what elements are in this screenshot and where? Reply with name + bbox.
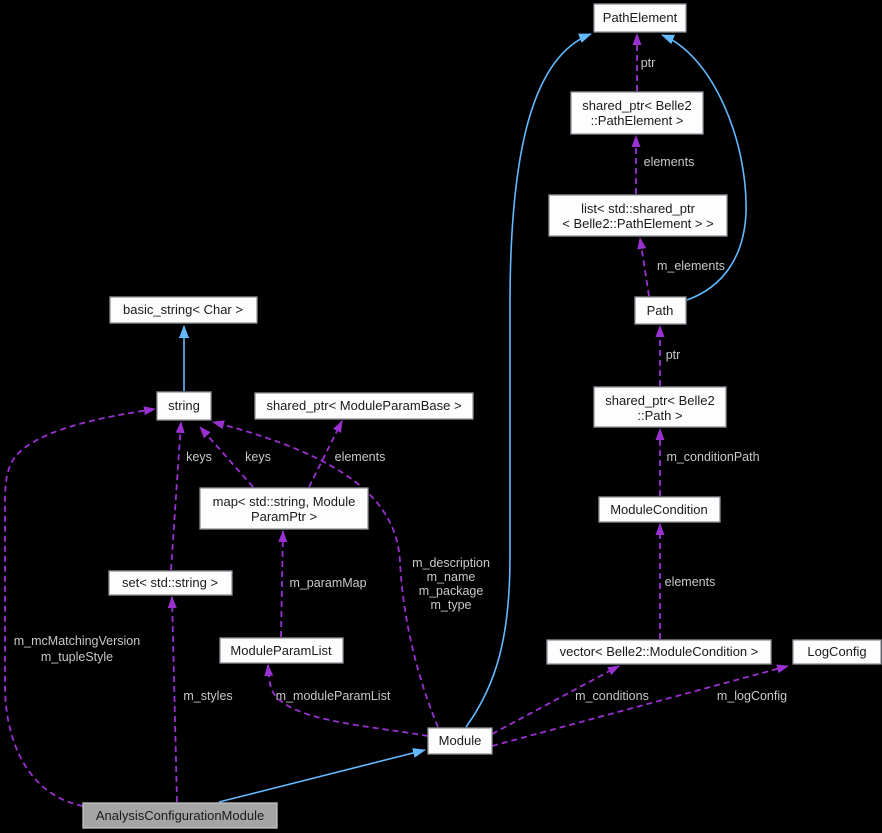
node-vector-modulecondition-label: vector< Belle2::ModuleCondition > [560,644,759,659]
node-modulecondition[interactable]: ModuleCondition [598,496,721,523]
node-sharedptr-moduleparambase-label: shared_ptr< ModuleParamBase > [266,398,461,413]
node-list-sharedptr-pathelement-label-2: < Belle2::PathElement > > [562,216,713,231]
node-sharedptr-pathelement-label-1: shared_ptr< Belle2 [582,98,692,113]
edge-label-keys-left: keys [186,450,212,464]
edge-label-m-type: m_type [431,598,472,612]
node-modulecondition-label: ModuleCondition [610,502,708,517]
node-path-label: Path [647,303,674,318]
edge-label-m-package: m_package [419,584,484,598]
edge-label-acm-members: m_mcMatchingVersion m_tupleStyle [14,634,140,664]
edge-label-keys-right: keys [245,450,271,464]
node-set-std-string[interactable]: set< std::string > [108,570,233,596]
edge-usage-path-to-list [637,237,650,297]
edge-label-m-elements: m_elements [657,259,725,273]
node-moduleparamlist-label: ModuleParamList [230,643,332,658]
node-string-label: string [168,398,200,413]
node-sharedptr-moduleparambase[interactable]: shared_ptr< ModuleParamBase > [254,392,474,420]
edge-label-m-conditions: m_conditions [575,689,649,703]
edge-label-m-name: m_name [427,570,476,584]
node-modulecondition-box[interactable] [598,496,721,523]
node-pathelement-label: PathElement [603,10,678,25]
node-sharedptr-pathelement[interactable]: shared_ptr< Belle2 ::PathElement > [570,91,704,135]
node-set-std-string-label: set< std::string > [122,575,218,590]
node-pathelement[interactable]: PathElement [593,3,687,33]
edge-usage-module-to-moduleparamlist [264,664,429,737]
node-sharedptr-path-box[interactable] [593,386,727,428]
node-path-box[interactable] [634,296,687,325]
edge-usage-analysisconfigurationmodule-to-string [4,406,156,807]
node-sharedptr-path-label-2: ::Path > [637,408,682,423]
edge-usage-module-to-vector [491,665,620,735]
edge-usage-module-to-logconfig [491,664,789,747]
node-analysisconfigurationmodule-box[interactable] [82,802,278,829]
node-basic-string-label: basic_string< Char > [123,302,243,317]
node-list-sharedptr-pathelement-box[interactable] [548,194,728,237]
node-sharedptr-path[interactable]: shared_ptr< Belle2 ::Path > [593,386,727,428]
edge-usage-map-to-sharedptr-moduleparambase [308,420,343,488]
node-sharedptr-pathelement-box[interactable] [570,91,704,135]
node-moduleparamlist[interactable]: ModuleParamList [219,637,344,664]
edge-usage-analysisconfigurationmodule-to-set [167,596,178,803]
node-analysisconfigurationmodule-label: AnalysisConfigurationModule [96,808,264,823]
node-vector-modulecondition[interactable]: vector< Belle2::ModuleCondition > [546,639,772,665]
edge-label-m-mcmatchingversion: m_mcMatchingVersion [14,634,140,648]
edge-layer [4,33,789,807]
node-moduleparamlist-box[interactable] [219,637,344,664]
node-string-box[interactable] [156,391,212,421]
edge-usage-moduleparamlist-to-map [278,530,288,638]
edge-usage-module-to-string [212,420,439,728]
node-sharedptr-pathelement-label-2: ::PathElement > [591,113,684,128]
edge-label-ptr-mid: ptr [666,348,681,362]
node-sharedptr-moduleparambase-box[interactable] [254,392,474,420]
node-path[interactable]: Path [634,296,687,325]
node-module-box[interactable] [427,727,493,755]
edge-label-elements-top: elements [644,155,695,169]
node-logconfig-box[interactable] [792,639,882,665]
node-basic-string-box[interactable] [109,296,258,324]
edge-usage-map-to-string [199,426,254,488]
node-analysisconfigurationmodule[interactable]: AnalysisConfigurationModule [82,802,278,829]
edge-inherit-module-to-pathelement [465,33,592,728]
node-pathelement-box[interactable] [593,3,687,33]
edge-label-m-parammap: m_paramMap [289,576,366,590]
edge-label-elements-left: elements [335,450,386,464]
node-layer: PathElement shared_ptr< Belle2 ::PathEle… [82,3,882,829]
node-map-moduleparamptr[interactable]: map< std::string, Module ParamPtr > [199,487,369,530]
edge-usage-set-to-string [170,421,185,571]
node-list-sharedptr-pathelement-label-1: list< std::shared_ptr [581,201,695,216]
node-string[interactable]: string [156,391,212,421]
node-basic-string[interactable]: basic_string< Char > [109,296,258,324]
node-map-moduleparamptr-box[interactable] [199,487,369,530]
edge-label-m-moduleparamlist: m_moduleParamList [276,689,391,703]
edge-label-ptr-top: ptr [641,56,656,70]
node-logconfig-label: LogConfig [807,644,866,659]
node-module[interactable]: Module [427,727,493,755]
node-set-std-string-box[interactable] [108,570,233,596]
edge-label-m-conditionpath: m_conditionPath [666,450,759,464]
edge-inherit-path-to-pathelement [661,34,747,301]
edge-label-m-description: m_description [412,556,490,570]
node-sharedptr-path-label-1: shared_ptr< Belle2 [605,393,715,408]
node-logconfig[interactable]: LogConfig [792,639,882,665]
node-map-moduleparamptr-label-1: map< std::string, Module [213,494,356,509]
edge-label-module-members: m_description m_name m_package m_type [412,556,490,612]
edge-label-m-styles: m_styles [183,689,232,703]
node-map-moduleparamptr-label-2: ParamPtr > [251,509,317,524]
edge-label-m-logconfig: m_logConfig [717,689,787,703]
edge-label-layer: ptr elements m_elements ptr m_conditionP… [14,56,787,703]
edge-label-elements-right: elements [665,575,716,589]
node-module-label: Module [439,733,482,748]
edge-inherit-analysisconfigurationmodule-to-module [218,748,426,803]
node-list-sharedptr-pathelement[interactable]: list< std::shared_ptr < Belle2::PathElem… [548,194,728,237]
node-vector-modulecondition-box[interactable] [546,639,772,665]
edge-label-m-tuplestyle: m_tupleStyle [41,650,113,664]
